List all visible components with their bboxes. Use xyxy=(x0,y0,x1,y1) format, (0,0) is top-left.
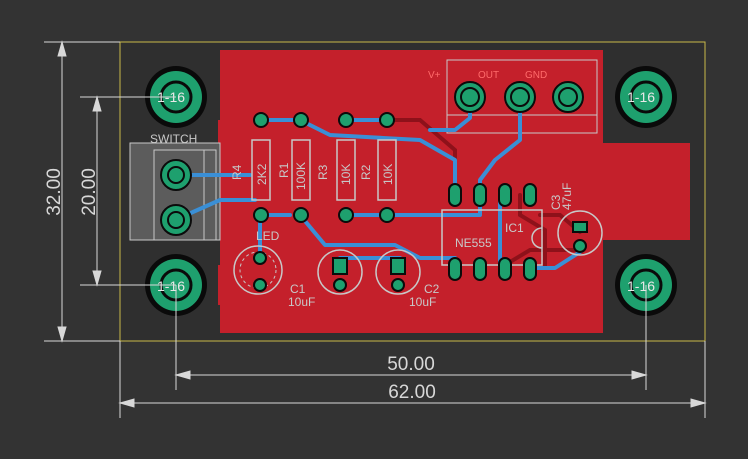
svg-text:10K: 10K xyxy=(381,164,395,185)
resistor-r3: R3 10K xyxy=(316,112,356,223)
svg-text:47uF: 47uF xyxy=(560,183,574,210)
svg-text:R3: R3 xyxy=(316,164,330,180)
svg-text:R1: R1 xyxy=(277,162,291,178)
svg-text:10uF: 10uF xyxy=(288,295,315,309)
switch-pads xyxy=(160,159,192,236)
terminal-label-vplus: V+ xyxy=(428,70,441,81)
terminal-pads xyxy=(454,81,584,113)
capacitor-c1: C1 10uF xyxy=(288,249,363,309)
svg-text:10uF: 10uF xyxy=(409,295,436,309)
dimension-hole-spacing-horizontal: 50.00 xyxy=(387,354,435,375)
resistor-r4: R4 2K2 xyxy=(230,112,271,223)
dimension-lines xyxy=(44,40,707,418)
switch-label: SWITCH xyxy=(150,132,197,146)
svg-text:1-16: 1-16 xyxy=(627,89,655,105)
dimension-board-height: 32.00 xyxy=(44,168,65,216)
svg-text:10K: 10K xyxy=(339,164,353,185)
terminal-label-out: OUT xyxy=(478,70,499,81)
svg-text:100K: 100K xyxy=(294,162,308,190)
terminal-label-gnd: GND xyxy=(525,70,547,81)
ic-ne555: NE555 IC1 xyxy=(441,183,543,281)
capacitor-c3: C3 47uF xyxy=(549,183,603,256)
dimension-board-width: 62.00 xyxy=(388,382,436,403)
resistor-r2: R2 10K xyxy=(359,112,397,223)
svg-text:C3: C3 xyxy=(549,194,563,210)
led: LED xyxy=(233,229,283,295)
svg-text:1-16: 1-16 xyxy=(157,278,185,294)
svg-text:1-16: 1-16 xyxy=(627,278,655,294)
svg-text:C1: C1 xyxy=(290,282,306,296)
resistor-r1: R1 100K xyxy=(277,112,311,223)
capacitor-c2: C2 10uF xyxy=(375,249,440,309)
svg-text:R2: R2 xyxy=(359,164,373,180)
svg-text:C2: C2 xyxy=(424,282,440,296)
dimension-hole-spacing-vertical: 20.00 xyxy=(79,168,100,216)
mounting-hole-top-right: 1-16 xyxy=(615,66,677,128)
svg-text:IC1: IC1 xyxy=(505,221,524,235)
svg-text:R4: R4 xyxy=(230,164,244,180)
svg-text:2K2: 2K2 xyxy=(255,163,269,185)
svg-text:LED: LED xyxy=(256,229,280,243)
svg-text:NE555: NE555 xyxy=(455,236,492,250)
